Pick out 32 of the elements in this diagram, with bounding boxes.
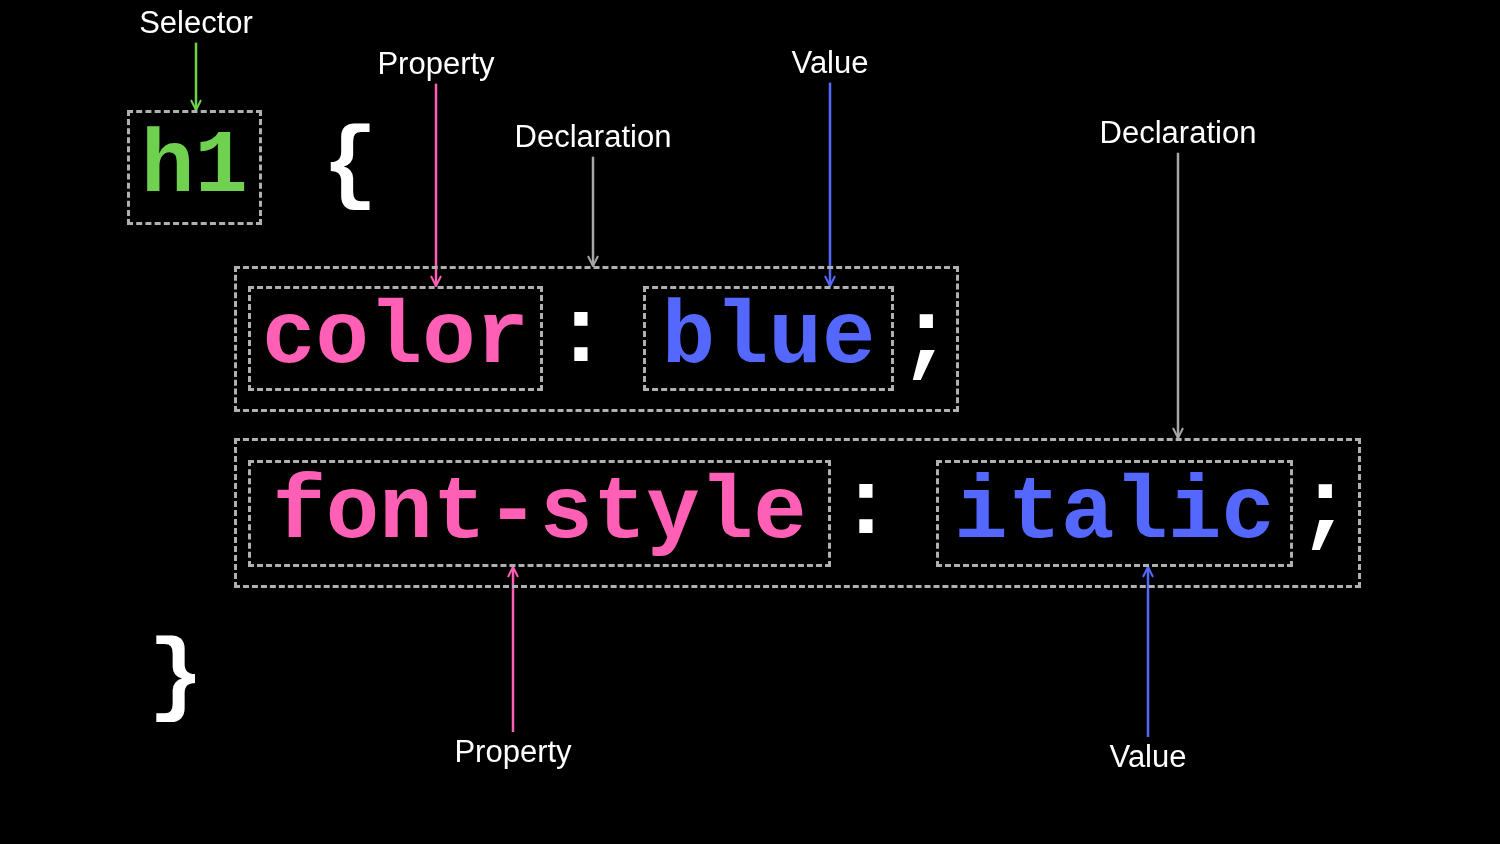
property-box bbox=[248, 286, 543, 391]
annotation-label: Value bbox=[791, 45, 869, 81]
code-punctuation: : bbox=[838, 462, 894, 555]
annotation-label: Property bbox=[454, 734, 572, 770]
value-box bbox=[643, 286, 894, 391]
declaration-box bbox=[234, 266, 959, 412]
arrow bbox=[587, 156, 599, 267]
arrow bbox=[507, 566, 519, 732]
annotation-label: Value bbox=[1109, 739, 1187, 775]
annotation-label: Property bbox=[377, 46, 495, 82]
code-punctuation: { bbox=[322, 120, 378, 213]
code-punctuation: } bbox=[148, 632, 204, 725]
code-punctuation: ; bbox=[898, 292, 954, 385]
arrow bbox=[1142, 566, 1154, 737]
annotation-label: Declaration bbox=[514, 119, 672, 155]
code-text: color bbox=[261, 294, 529, 383]
property-box bbox=[248, 460, 831, 567]
annotation-label: Selector bbox=[139, 5, 253, 41]
declaration-box bbox=[234, 438, 1361, 588]
arrow bbox=[190, 42, 202, 111]
arrow bbox=[430, 83, 442, 287]
annotation-label: Declaration bbox=[1099, 115, 1257, 151]
arrow bbox=[824, 82, 836, 287]
code-text: font-style bbox=[272, 469, 807, 558]
code-text: italic bbox=[954, 469, 1275, 558]
code-text: blue bbox=[661, 294, 876, 383]
arrow bbox=[1172, 152, 1184, 439]
selector-box bbox=[127, 110, 262, 225]
value-box bbox=[936, 460, 1293, 567]
code-text: h1 bbox=[141, 123, 248, 212]
code-punctuation: : bbox=[553, 290, 609, 383]
code-punctuation: ; bbox=[1297, 462, 1353, 555]
